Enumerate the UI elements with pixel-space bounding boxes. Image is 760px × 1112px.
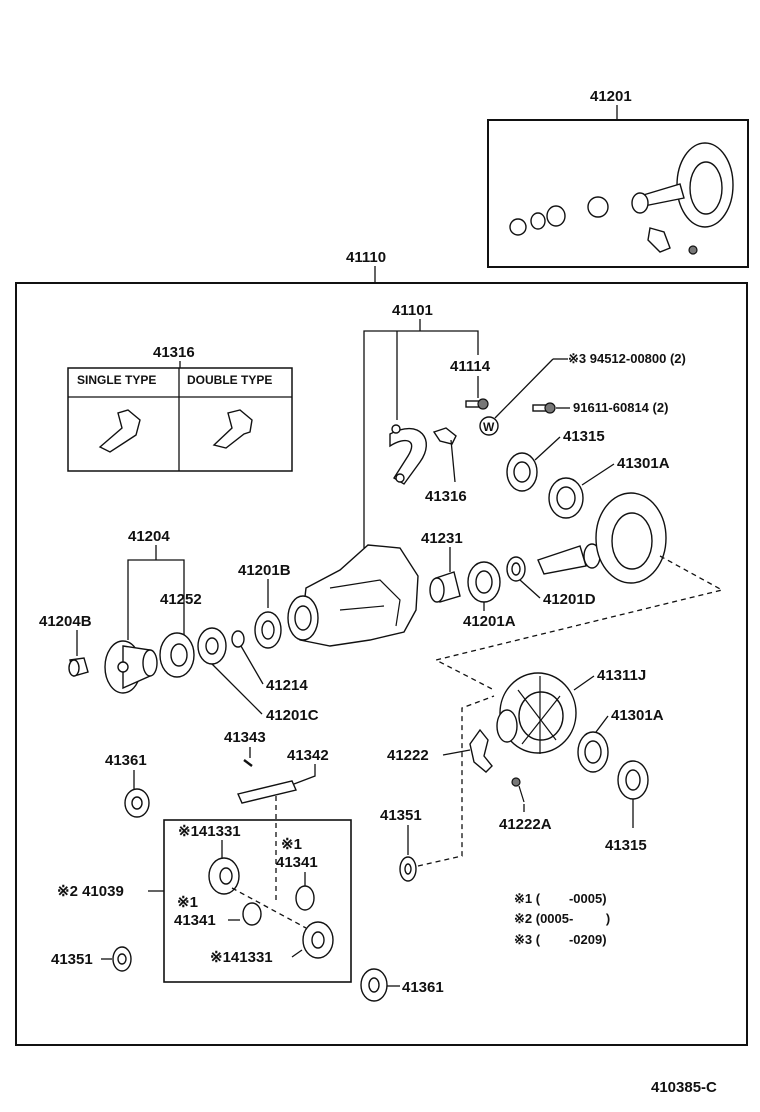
double-bracket-icon (212, 409, 253, 449)
note-1: ※1 ( -0005) (514, 891, 607, 906)
ring-pinion-kit-icon (509, 142, 734, 255)
label-41204b: 41204B (39, 613, 92, 630)
bearing-41201a-icon (467, 561, 501, 603)
bolt-91611-icon (532, 402, 556, 414)
pinion-41341-right-icon (295, 885, 315, 911)
label-41361-bottom: 41361 (402, 979, 444, 996)
lock-plate-41222-icon (469, 728, 493, 773)
washer-41201d-icon (506, 556, 526, 582)
double-type-label: DOUBLE TYPE (187, 373, 272, 387)
label-41316-box-title: 41316 (153, 344, 195, 361)
single-type-label: SINGLE TYPE (77, 373, 156, 387)
label-91611: 91611-60814 (2) (573, 400, 668, 415)
label-41341-left: 41341 (174, 912, 216, 929)
label-41101: 41101 (392, 302, 433, 319)
washer-41351-left-icon (112, 946, 132, 972)
label-41231: 41231 (421, 530, 463, 547)
single-bracket-icon (98, 409, 141, 453)
note-3: ※3 ( -0209) (514, 932, 607, 947)
label-41039: ※2 41039 (57, 883, 124, 900)
race-41301a-top-icon (548, 477, 584, 519)
race-41301a-lower-icon (577, 731, 609, 773)
ring-gear-pinion-icon (537, 492, 667, 584)
bearing-cap-icon (389, 424, 427, 485)
label-41301a-top: 41301A (617, 455, 670, 472)
label-41201c: 41201C (266, 707, 319, 724)
kit-box (487, 119, 749, 268)
sheet-code: 410385-C (651, 1079, 717, 1096)
washer-41361-left-icon (124, 788, 150, 818)
nut-41204b-icon (68, 657, 89, 677)
label-41201d: 41201D (543, 591, 596, 608)
label-41341-right-mark: ※1 (281, 836, 302, 853)
label-41110-housing: 41110 (346, 249, 386, 266)
spacer-41231-icon (429, 571, 461, 603)
label-41311j: 41311J (597, 667, 646, 684)
bearing-41315-lower-icon (617, 760, 649, 800)
label-41331-bottom: ※141331 (210, 949, 273, 966)
bearing-41201b-icon (254, 611, 282, 649)
label-41351-right: 41351 (380, 807, 422, 824)
bearing-41201c-icon (197, 627, 227, 665)
housing-box (15, 282, 748, 1046)
label-41351-left: 41351 (51, 951, 93, 968)
pinion-41341-left-icon (242, 902, 262, 926)
bolt-41222a-icon (511, 777, 525, 803)
diff-case-41311j-icon (496, 672, 577, 754)
carrier-housing-icon (287, 544, 419, 647)
label-41341-left-mark: ※1 (177, 894, 198, 911)
label-41114: 41114 (450, 358, 491, 375)
label-41361-left: 41361 (105, 752, 147, 769)
label-41204: 41204 (128, 528, 170, 545)
side-gear-41331-top-icon (208, 857, 240, 895)
label-41252: 41252 (160, 591, 202, 608)
label-41315-top: 41315 (563, 428, 605, 445)
pin-41343-icon (243, 759, 253, 767)
label-41214: 41214 (266, 677, 308, 694)
washer-41214-icon (231, 630, 245, 648)
washer-41351-right-icon (399, 856, 417, 882)
label-41222a: 41222A (499, 816, 552, 833)
gear-kit-box (163, 819, 352, 983)
flange-41204-icon (104, 640, 158, 694)
label-41343: 41343 (224, 729, 266, 746)
bracket-type-box (67, 367, 293, 472)
bearing-41315-top-icon (506, 452, 538, 492)
label-94512: ※3 94512-00800 (2) (568, 351, 686, 366)
shaft-41342-icon (237, 780, 297, 804)
label-41222: 41222 (387, 747, 429, 764)
label-41341-right: 41341 (276, 854, 318, 871)
label-41201a: 41201A (463, 613, 516, 630)
label-41315-lower: 41315 (605, 837, 647, 854)
label-41342: 41342 (287, 747, 329, 764)
svg-text:W: W (483, 420, 495, 434)
washer-41361-bottom-icon (360, 968, 388, 1002)
label-41301a-lower: 41301A (611, 707, 664, 724)
label-41316-part: 41316 (425, 488, 467, 505)
label-41201b: 41201B (238, 562, 291, 579)
label-41201-kit: 41201 (590, 88, 632, 105)
bracket-41316-icon (432, 427, 457, 445)
note-2: ※2 (0005- ) (514, 911, 610, 926)
label-41331-top: ※141331 (178, 823, 241, 840)
seal-41252-icon (159, 632, 195, 678)
bolt-41114-icon (465, 398, 489, 410)
washer-mark-icon: W (479, 416, 499, 436)
side-gear-41331-bottom-icon (302, 921, 334, 959)
